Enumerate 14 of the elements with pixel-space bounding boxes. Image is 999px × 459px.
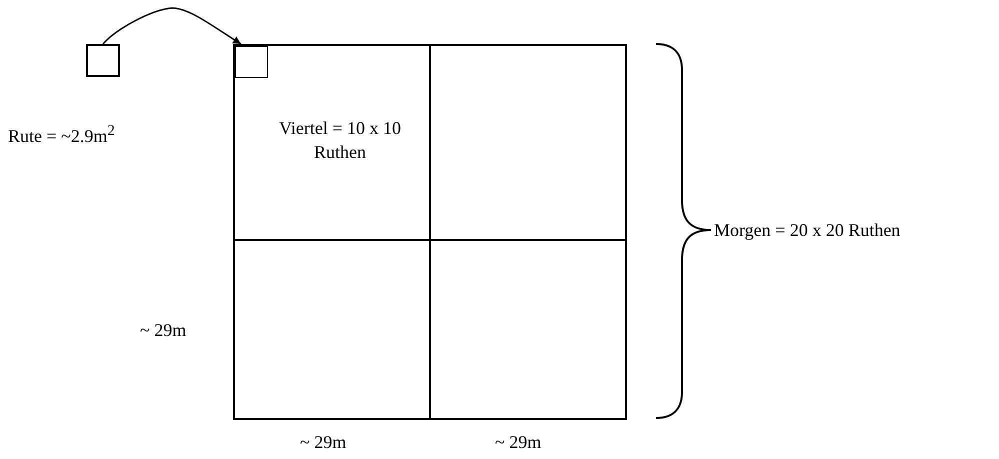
area-label: Morgen = 20 x 20 Ruthen (714, 220, 900, 241)
quarter-square (430, 240, 626, 419)
small-square (86, 44, 120, 77)
quarter-square (234, 45, 430, 240)
area-label: Rute = ~2.9m$^{2}$ (8, 123, 115, 147)
dimension-label: ~ 29m (300, 432, 346, 453)
quarter-square (234, 240, 430, 419)
large-square (233, 44, 627, 420)
arrow (102, 7, 242, 45)
dimension-label: ~ 29m (495, 432, 542, 453)
small-square (235, 46, 268, 78)
area-label: Viertel = 10 x 10 Ruthen (278, 117, 402, 164)
dimension-label: ~ 29m (140, 320, 186, 341)
quarter-square (430, 45, 626, 240)
